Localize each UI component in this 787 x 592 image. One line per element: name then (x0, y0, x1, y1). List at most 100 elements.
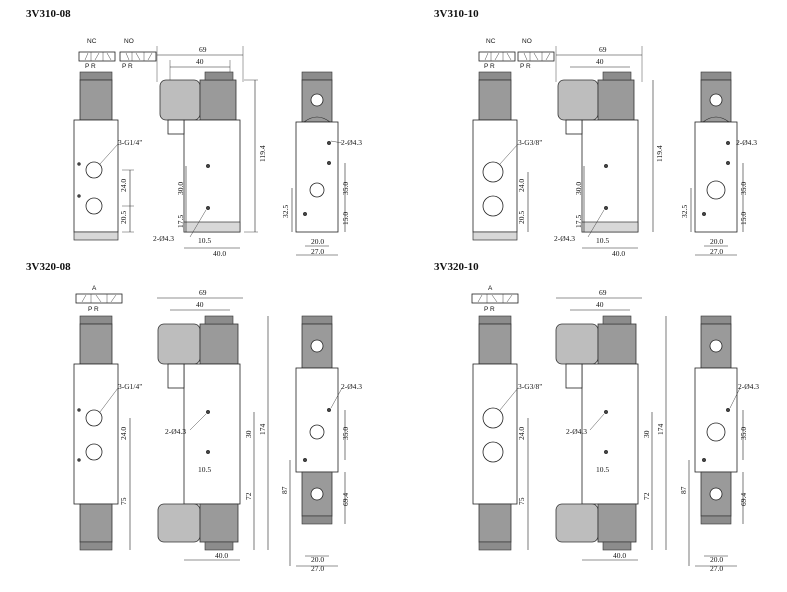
front-view: 3-G1/4" 24.0 20.5 (73, 71, 142, 241)
dim-119-4: 119.4 (655, 145, 664, 162)
dim-32-5: 32.5 (281, 205, 290, 218)
dim-20: 20.0 (710, 555, 723, 564)
port-callout: 3-G1/4" (118, 138, 142, 147)
dim-119-4: 119.4 (258, 145, 267, 162)
end-port (309, 424, 325, 440)
model-title: 3V320-10 (434, 261, 479, 273)
dim-40-0: 40.0 (215, 551, 228, 560)
dim-69: 69 (599, 288, 607, 297)
symbol-ports: P R (88, 306, 99, 313)
dim-69: 69 (599, 45, 607, 54)
end-port (706, 422, 726, 442)
symbol-label: NC (87, 38, 97, 45)
dim-30: 30.0 (574, 182, 583, 195)
dim-20: 20.0 (311, 237, 324, 246)
dim-72: 72 (244, 492, 253, 500)
mount-callout: 2-Ø4.3 (566, 427, 587, 436)
dim-24: 24.0 (119, 427, 128, 440)
dim-72: 72 (642, 492, 651, 500)
dim-30: 30.0 (176, 182, 185, 195)
dim-87: 87 (280, 486, 289, 494)
end-view: 2-Ø4.3 35.0 69.4 87 20.0 27.0 (679, 315, 759, 573)
model-title: 3V310-10 (434, 8, 479, 20)
dim-174: 174 (656, 424, 665, 436)
mount-callout: 2-Ø4.3 (341, 382, 362, 391)
dim-30: 30 (244, 430, 253, 438)
front-view: 3-G3/8" 24.0 20.5 (472, 71, 542, 241)
dim-40: 40 (196, 57, 204, 66)
dim-69-4: 69.4 (739, 493, 748, 506)
side-view: 69 40 119.4 30.0 17.5 2-Ø4.3 10.5 40.0 (153, 45, 267, 258)
mount-callout: 2-Ø4.3 (738, 382, 759, 391)
port-callout: 3-G1/4" (118, 382, 142, 391)
model-title: 3V320-08 (26, 261, 71, 273)
dim-35: 35.0 (341, 427, 350, 440)
side-view: 69 40 119.4 30.0 17.5 2-Ø4.3 10.5 40.0 (554, 45, 664, 258)
dim-174: 174 (258, 424, 267, 436)
valve-symbol-no: NO P R (517, 38, 555, 70)
front-view: 3-G1/4" 24.0 75 (73, 315, 142, 551)
port-r (85, 197, 103, 215)
dim-27: 27.0 (311, 564, 324, 573)
valve-symbol: A P R (75, 285, 123, 313)
dim-10-5: 10.5 (596, 236, 609, 245)
dim-35: 35.0 (739, 182, 748, 195)
mount-callout: 2-Ø4.3 (165, 427, 186, 436)
dim-10-5: 10.5 (596, 465, 609, 474)
dim-15: 15.0 (739, 212, 748, 225)
dim-24: 24.0 (517, 179, 526, 192)
symbol-label: A (488, 285, 493, 292)
dim-27: 27.0 (710, 247, 723, 256)
port-callout: 3-G3/8" (518, 138, 542, 147)
symbol-label: A (92, 285, 97, 292)
valve-symbol-no: NO P R (119, 38, 157, 70)
symbol-label: NO (124, 38, 134, 45)
dim-40-0: 40.0 (213, 249, 226, 258)
dim-40: 40 (196, 300, 204, 309)
symbol-ports: P R (484, 306, 495, 313)
dim-75: 75 (119, 497, 128, 505)
mount-callout: 2-Ø4.3 (341, 138, 362, 147)
dim-10-5: 10.5 (198, 236, 211, 245)
end-view: 2-Ø4.3 35.0 15.0 32.5 20.0 27.0 (281, 71, 362, 256)
valve-symbol-nc: NC P R (78, 38, 116, 70)
port-p (85, 409, 103, 427)
side-view: 69 40 2-Ø4.3 10.5 30 72 174 40.0 (555, 288, 667, 561)
side-view: 69 40 2-Ø4.3 10.5 30 72 174 40.0 (157, 288, 269, 561)
dim-30: 30 (642, 430, 651, 438)
symbol-label: NC (486, 38, 496, 45)
dim-20-5: 20.5 (119, 211, 128, 224)
dim-40-0: 40.0 (613, 551, 626, 560)
port-callout: 3-G3/8" (518, 382, 542, 391)
dim-32-5: 32.5 (680, 205, 689, 218)
end-port (309, 182, 325, 198)
symbol-ports: P R (484, 63, 495, 70)
dim-35: 35.0 (341, 182, 350, 195)
dim-40: 40 (596, 57, 604, 66)
valve-symbol-nc: NC P R (478, 38, 516, 70)
symbol-ports: P R (520, 63, 531, 70)
dim-35: 35.0 (739, 427, 748, 440)
dim-17-5: 17.5 (574, 215, 583, 228)
dim-20: 20.0 (311, 555, 324, 564)
dim-17-5: 17.5 (176, 215, 185, 228)
dim-10-5: 10.5 (198, 465, 211, 474)
mount-callout: 2-Ø4.3 (153, 234, 174, 243)
dim-20: 20.0 (710, 237, 723, 246)
valve-symbol: A P R (471, 285, 519, 313)
port-p (85, 161, 103, 179)
symbol-ports: P R (85, 63, 96, 70)
dim-75: 75 (517, 497, 526, 505)
port-p (482, 407, 504, 429)
end-view: 2-Ø4.3 35.0 15.0 32.5 20.0 27.0 (680, 71, 757, 256)
mount-callout: 2-Ø4.3 (554, 234, 575, 243)
symbol-ports: P R (122, 63, 133, 70)
drawing-3v320-10: 3V320-10 A P R 3-G3/8" 24.0 75 69 (434, 261, 759, 573)
dim-40-0: 40.0 (612, 249, 625, 258)
dim-69-4: 69.4 (341, 493, 350, 506)
dim-15: 15.0 (341, 212, 350, 225)
dim-27: 27.0 (311, 247, 324, 256)
drawing-3v310-10: 3V310-10 NC P R NO P R 3-G3/8" 24.0 (434, 8, 757, 258)
dim-27: 27.0 (710, 564, 723, 573)
